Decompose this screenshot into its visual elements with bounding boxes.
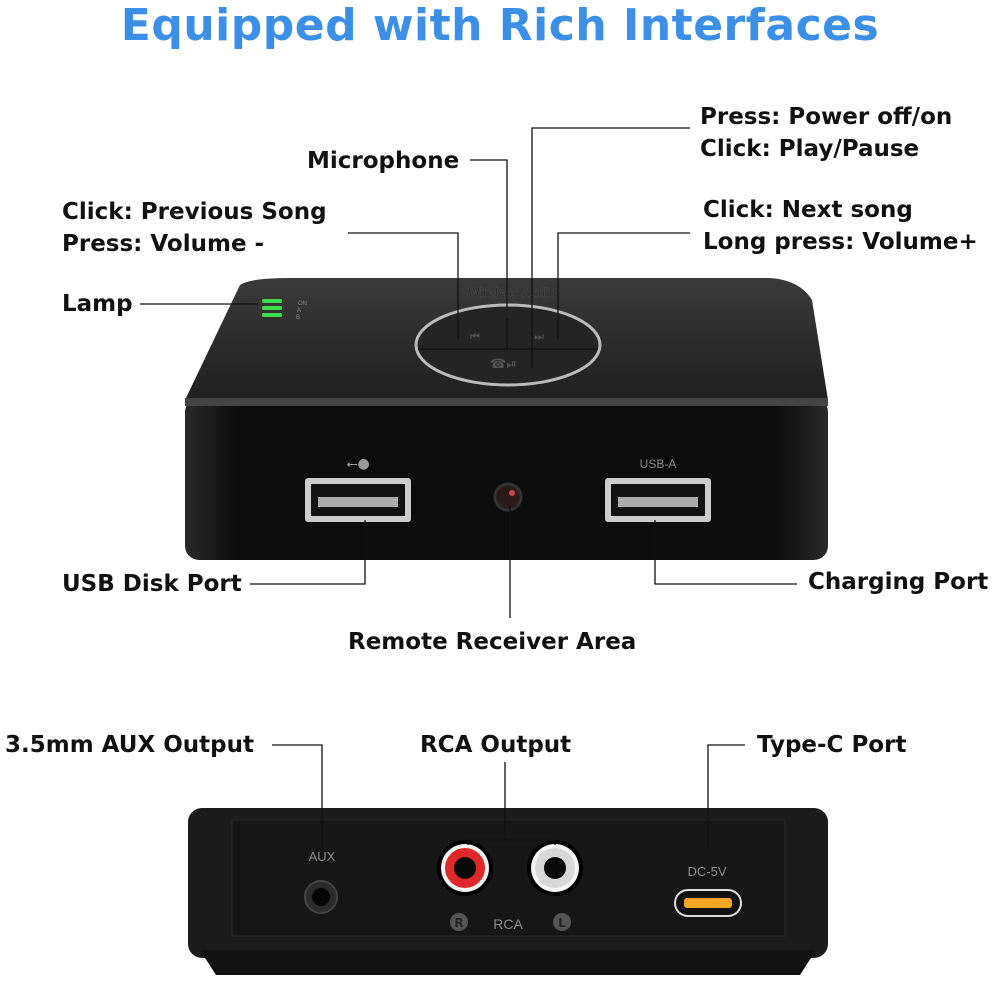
label-aux-output: 3.5mm AUX Output [5,732,254,758]
label-rca-output: RCA Output [420,732,572,758]
back-device: AUX R RCA L DC-5V [188,808,828,975]
label-next-click: Click: Next song [703,197,913,223]
aux-print: AUX [309,849,336,864]
label-lamp: Lamp [62,291,133,317]
previous-icon[interactable]: ⏮ [470,330,480,343]
rca-left-jack[interactable] [527,840,583,896]
label-power-press: Press: Power off/on [700,104,953,130]
type-c-port[interactable] [674,889,742,917]
next-icon[interactable]: ⏭ [534,330,544,343]
rca-l-mark: L [558,916,566,930]
usb-icon: ⭠● [346,456,369,472]
page-title: Equipped with Rich Interfaces [120,0,880,51]
leader-lines [140,127,797,848]
top-device: ON A B Wireless Audio ⏮ ⏭ ☎⏯ ⭠● USB-A [185,278,828,560]
rca-r-mark: R [454,916,463,930]
label-microphone: Microphone [307,148,460,174]
label-prev-click: Click: Previous Song [62,199,327,225]
brand-print: Wireless Audio [468,286,556,300]
label-remote-receiver: Remote Receiver Area [348,629,637,655]
usb-disk-port[interactable] [305,478,411,522]
label-prev-press: Press: Volume - [62,231,265,257]
rca-print: RCA [493,916,523,932]
lamp-mark-on: ON [298,301,307,307]
lamp-leds [262,299,282,317]
lamp-mark-a: A [297,308,301,314]
play-pause-phone-icon[interactable]: ☎⏯ [490,357,517,372]
rca-right-jack[interactable] [437,840,493,896]
label-charging-port: Charging Port [808,569,989,595]
charging-port[interactable] [605,478,711,522]
dc-print: DC-5V [687,864,726,879]
usb-a-print: USB-A [640,457,677,471]
ir-receiver [493,482,523,512]
label-type-c-port: Type-C Port [757,732,907,758]
label-usb-disk-port: USB Disk Port [62,571,242,597]
label-next-press: Long press: Volume+ [703,229,978,255]
label-power-click: Click: Play/Pause [700,136,920,162]
lamp-mark-b: B [296,315,300,321]
control-button-ring[interactable] [414,303,602,387]
